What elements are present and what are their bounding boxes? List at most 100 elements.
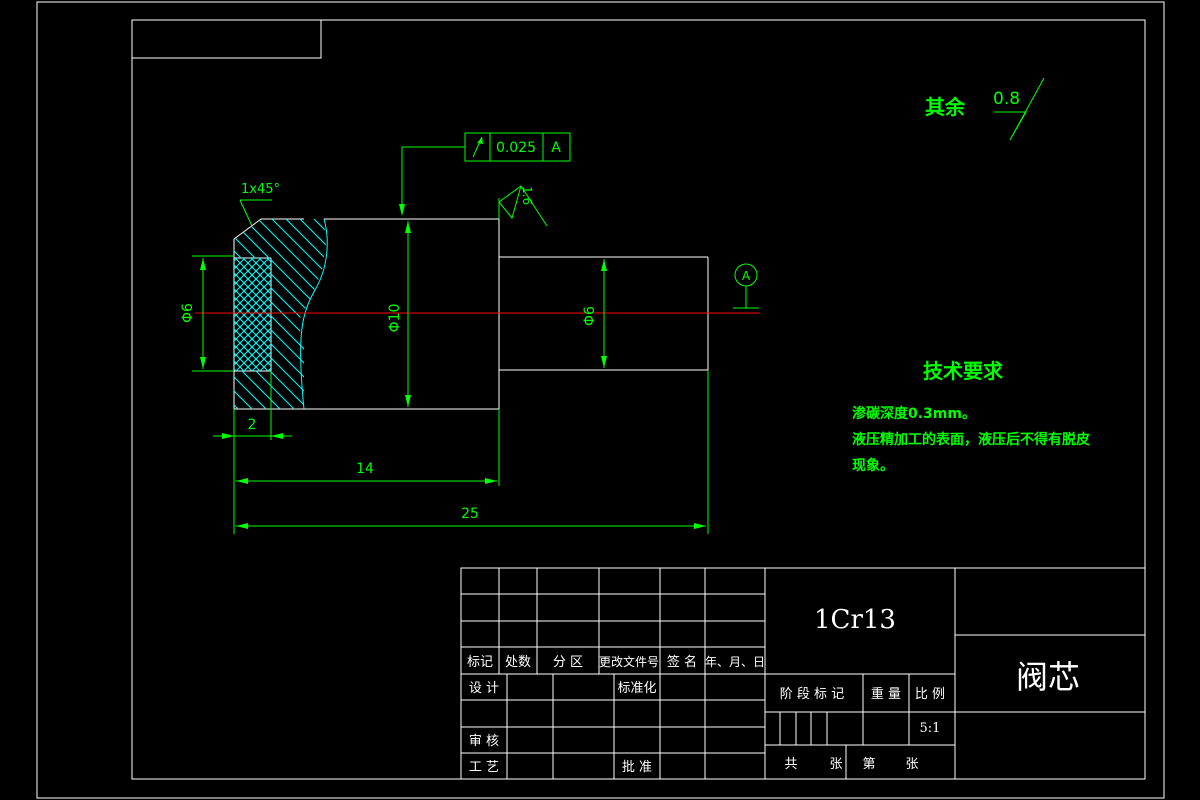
surface-roughness-symbol: 1.6: [498, 185, 548, 227]
hdr-count: 处数: [505, 655, 531, 670]
crosshatch-line: [251, 351, 271, 371]
crosshatch-line: [368, 255, 488, 375]
crosshatch-line: [320, 255, 440, 375]
tech-req-line-1: 渗碳深度0.3mm。: [852, 405, 976, 422]
dim-stem-dia: Φ6: [582, 259, 607, 368]
hatch-line: [398, 205, 608, 415]
hatch-line: [313, 219, 326, 409]
hatch-line: [285, 219, 326, 409]
crosshatch-line: [266, 258, 271, 263]
crosshatch-line: [304, 255, 424, 375]
shoulder-len-label: 14: [356, 461, 374, 477]
crosshatch-line: [243, 343, 271, 371]
process-label: 工 艺: [469, 760, 499, 775]
crosshatch-line: [235, 335, 271, 371]
title-block: 标记 处数 分 区 更改文件号 签 名 年、月、日 设 计 标准化 审 核 工 …: [460, 567, 1146, 780]
hatch-line: [454, 205, 664, 415]
crosshatch-line: [234, 295, 271, 334]
other-roughness-value: 0.8: [993, 89, 1020, 109]
scale-value: 5:1: [920, 721, 941, 736]
hdr-sign: 签 名: [667, 654, 697, 670]
part-name: 阀芯: [1016, 658, 1080, 696]
crosshatch-line: [272, 255, 392, 375]
crosshatch-line: [272, 255, 392, 375]
hdr-mark: 标记: [467, 655, 493, 670]
bore-dia-label: Φ6: [180, 303, 196, 323]
sheets-total-label: 共: [784, 757, 797, 772]
dim-bore-dia: Φ6: [180, 255, 234, 372]
hatch-line: [234, 219, 245, 409]
crosshatch-line: [267, 367, 271, 371]
sheets-unit-1: 张: [829, 757, 842, 772]
crosshatch-line: [234, 258, 271, 295]
crosshatch-line: [259, 359, 271, 371]
crosshatch-line: [234, 311, 271, 350]
hatch-line: [271, 219, 326, 409]
hatch-line: [328, 205, 538, 415]
roughness-symbol-icon: [994, 77, 1045, 141]
weight-label: 重 量: [871, 686, 901, 702]
crosshatch-line: [312, 255, 432, 375]
stage-mark-label: 阶 段 标 记: [780, 687, 844, 702]
hatch-line: [440, 205, 650, 415]
chamfer-label: 1x45°: [241, 182, 280, 197]
crosshatch-line: [234, 327, 271, 366]
part-outline: [233, 218, 709, 410]
surface-roughness-value: 1.6: [520, 186, 534, 205]
crosshatch-line: [234, 272, 271, 311]
break-line: [300, 218, 328, 410]
crosshatch-line: [312, 255, 432, 375]
crosshatch-line: [112, 255, 232, 375]
crosshatch-line: [112, 255, 232, 375]
crosshatch-line: [258, 258, 271, 271]
crosshatch-line: [234, 287, 271, 326]
crosshatch-line: [234, 303, 271, 342]
scale-label: 比 例: [915, 687, 945, 702]
hatch-line: [234, 219, 326, 409]
crosshatch-line: [250, 258, 271, 279]
tolerance-value: 0.025: [496, 140, 536, 156]
datum-a-symbol: A: [733, 263, 759, 309]
hatch-line: [234, 219, 287, 409]
crosshatch-line: [320, 255, 440, 375]
hatch-line: [234, 219, 273, 409]
tech-req-line-2: 液压精加工的表面，液压后不得有脱皮: [852, 431, 1090, 448]
crosshatch-line: [304, 255, 424, 375]
crosshatch-line: [352, 255, 472, 375]
tech-req-title: 技术要求: [923, 359, 1004, 383]
tolerance-datum: A: [551, 140, 561, 156]
sheet-no-label: 第: [862, 757, 875, 772]
crosshatch-line: [368, 255, 488, 375]
crosshatch-line: [234, 264, 271, 303]
hdr-zone: 分 区: [553, 655, 583, 670]
tech-requirements: 技术要求 渗碳深度0.3mm。 液压精加工的表面，液压后不得有脱皮 现象。: [852, 359, 1090, 474]
total-len-label: 25: [461, 506, 479, 522]
standardize-label: 标准化: [617, 681, 656, 696]
other-roughness: 其余 0.8: [925, 77, 1045, 141]
main-dia-label: Φ10: [387, 304, 403, 333]
hatch-line: [342, 205, 552, 415]
crosshatch-line: [360, 255, 480, 375]
approve-label: 批 准: [622, 760, 652, 775]
crosshatch-line: [344, 255, 464, 375]
crosshatch-line: [234, 279, 271, 318]
datum-a-label: A: [742, 269, 751, 283]
material-value: 1Cr13: [814, 605, 896, 635]
dim-total-len: 25: [236, 370, 709, 534]
runout-tolerance-frame: 0.025 A: [399, 132, 571, 216]
dim-main-dia: Φ10: [387, 221, 411, 407]
crosshatch-line: [242, 258, 271, 287]
sheets-unit-2: 张: [905, 757, 918, 772]
sheet-outer-border: [36, 1, 1165, 799]
runout-arrow-head-icon: [477, 137, 483, 144]
hatch-line: [257, 219, 326, 409]
dim-shoulder-len: 14: [233, 409, 500, 534]
tech-req-line-3: 现象。: [852, 457, 894, 474]
hdr-doc-no: 更改文件号: [599, 654, 659, 669]
hatch-line: [384, 205, 594, 415]
chamfer-callout: 1x45°: [239, 182, 280, 227]
drawing-number-box: [131, 19, 322, 59]
hatch-line: [234, 219, 326, 409]
other-roughness-label: 其余: [925, 95, 966, 119]
